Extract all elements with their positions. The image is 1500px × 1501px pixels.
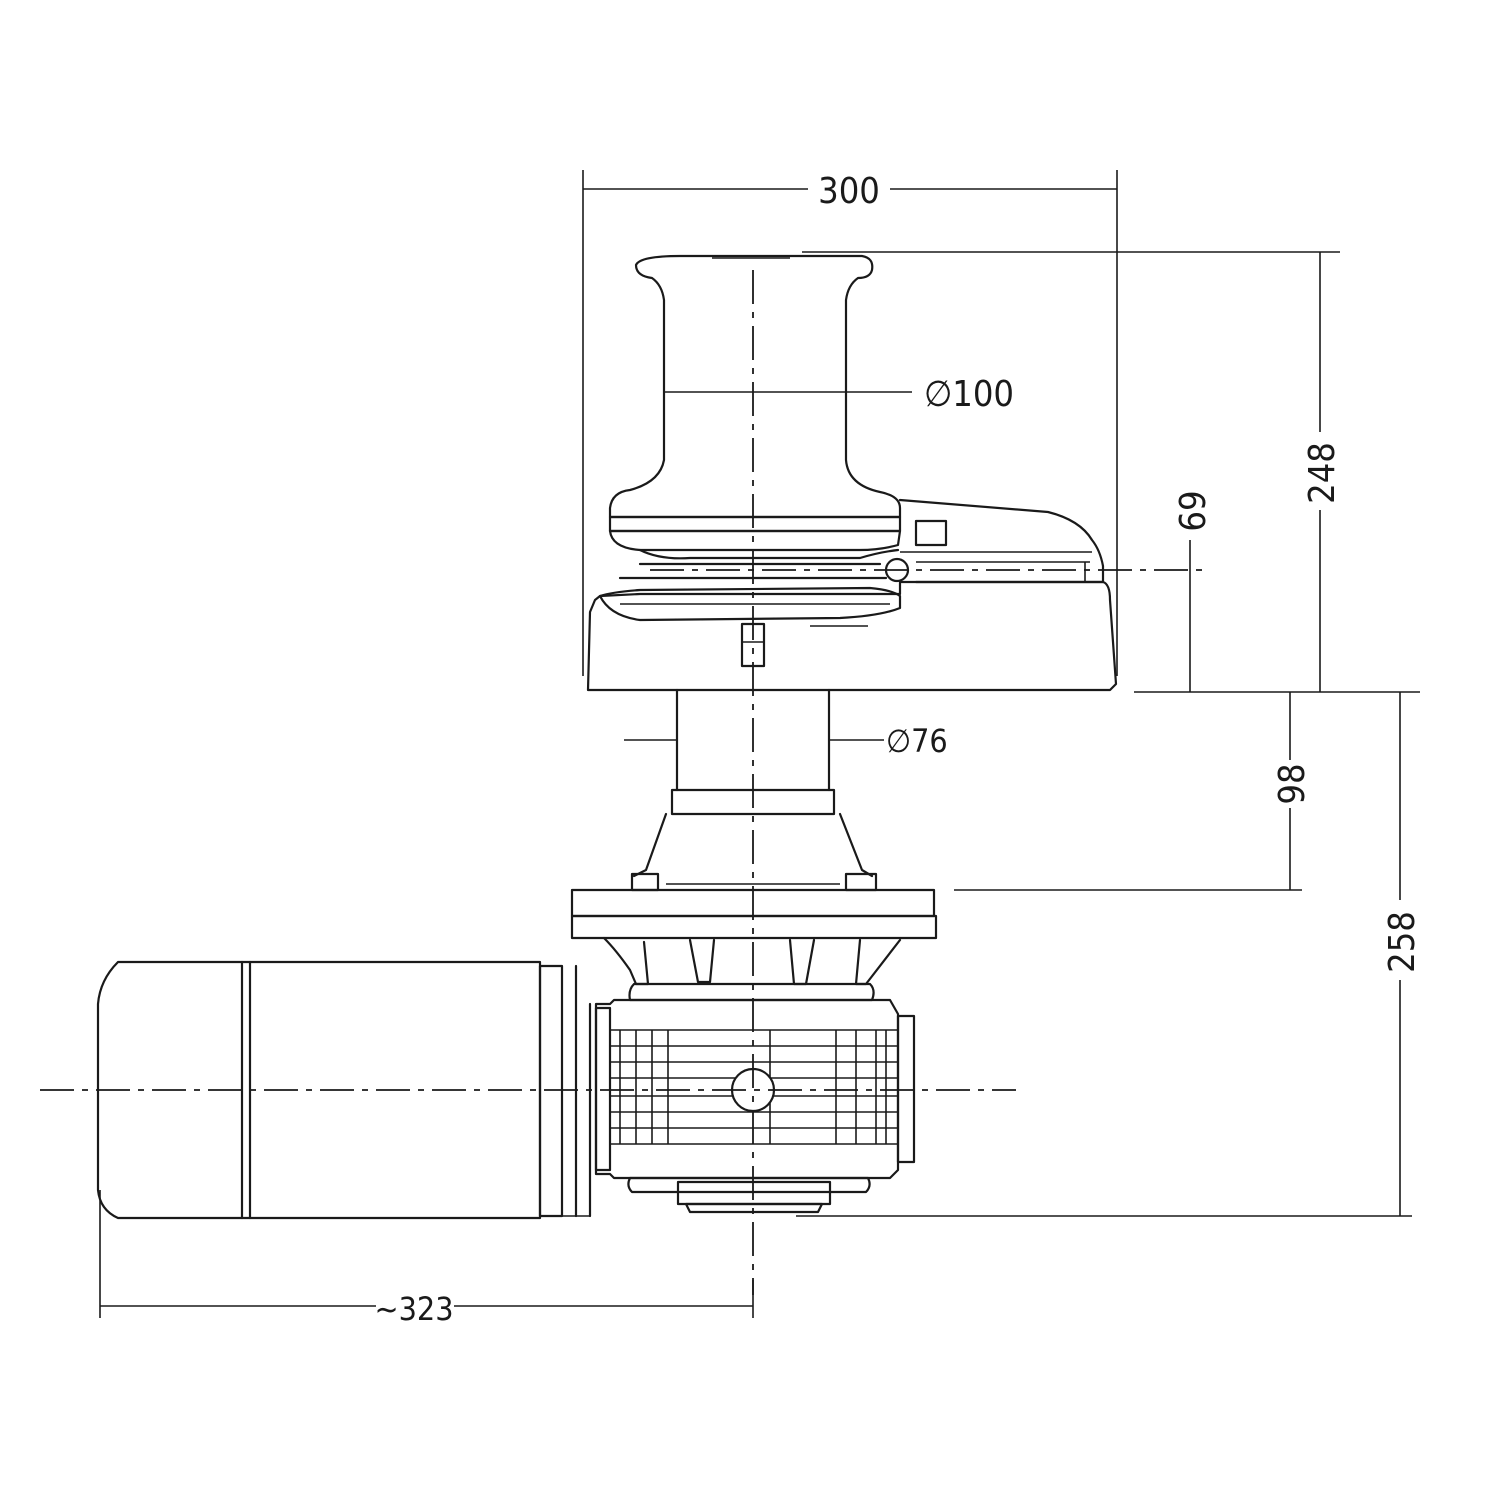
diameter-symbol: ∅	[924, 374, 952, 415]
center-lines	[40, 270, 1210, 1295]
dimension-258-label: 258	[1382, 911, 1423, 973]
dimension-100-label: 100	[952, 374, 1014, 415]
dimension-248-label: 248	[1302, 442, 1343, 504]
dimension-98-label: 98	[1272, 763, 1313, 804]
dimension-98: 98	[954, 692, 1313, 891]
svg-text:∅100: ∅100	[924, 374, 1014, 415]
dimension-248: 248	[802, 251, 1343, 692]
gearbox	[594, 936, 916, 1214]
dimension-300: 300	[582, 170, 1118, 676]
dimension-69-label: 69	[1173, 490, 1214, 531]
svg-text:∅76: ∅76	[886, 722, 948, 760]
dimension-300-label: 300	[818, 171, 880, 212]
diameter-symbol-76: ∅	[886, 722, 911, 760]
shaft-tube	[624, 688, 884, 885]
gypsy	[598, 498, 1105, 627]
capstan-drum	[608, 254, 912, 519]
dimension-323-label: ~323	[374, 1290, 453, 1328]
dimension-69: 69	[1134, 490, 1420, 693]
deck-base	[586, 580, 1118, 692]
dimension-323: ~323	[99, 1190, 754, 1328]
dimension-diameter-76: ∅76	[886, 722, 948, 760]
dimension-258: 258	[796, 692, 1423, 1217]
dimension-76-label: 76	[911, 722, 948, 760]
dimension-diameter-100: ∅100	[924, 374, 1014, 415]
